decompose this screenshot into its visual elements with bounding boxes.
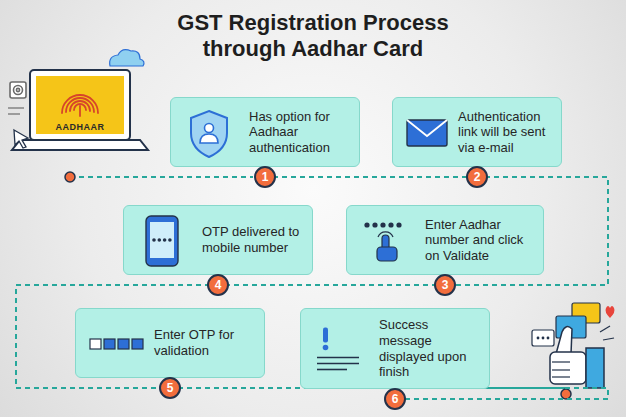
phone-screen	[150, 222, 174, 258]
icon-group	[317, 328, 359, 370]
fingerprint-arc	[79, 106, 81, 116]
at-icon-core	[16, 88, 19, 91]
callout-number: 1	[254, 166, 276, 188]
step-icon	[76, 309, 148, 379]
dashed-connector	[265, 167, 477, 177]
otp-dot	[168, 238, 172, 242]
bubble-dot	[547, 337, 550, 340]
heart-icon	[606, 306, 615, 318]
callout-number: 6	[384, 388, 406, 410]
step-text: Authentication link will be sent via e-m…	[458, 109, 553, 156]
fingerprint-symbol	[62, 95, 98, 116]
exclamation-dot	[323, 345, 329, 351]
screen-logo-text: AADHAAR	[34, 122, 126, 132]
otp-dot	[163, 238, 167, 242]
email-at-icon	[10, 82, 26, 98]
message-line	[317, 363, 359, 365]
icon-group	[364, 222, 401, 261]
phone-icon	[146, 216, 178, 266]
icon-group	[146, 216, 178, 266]
sleeve-cuff	[586, 348, 604, 388]
at-icon-ring	[14, 86, 23, 95]
otp-field	[118, 339, 129, 349]
message-line	[317, 357, 359, 359]
callout-number: 2	[466, 166, 488, 188]
step-text: Enter OTP for validation	[154, 327, 256, 358]
callout-number: 5	[159, 377, 181, 399]
pin-dot	[380, 222, 385, 227]
dashed-connector	[218, 275, 445, 285]
person-body	[200, 134, 218, 143]
step-text: Success message displayed upon finish	[379, 317, 481, 379]
chat-bubble	[532, 330, 554, 346]
at-icon-box	[10, 82, 26, 98]
start-dot	[65, 172, 75, 182]
motion-line	[603, 338, 614, 340]
callout-number: 4	[207, 274, 229, 296]
thumb	[556, 327, 572, 354]
step-text: Has option for Aadhaar authentication	[249, 109, 351, 156]
step-icon	[301, 309, 373, 390]
hand-palm	[377, 247, 397, 261]
process-box: Enter OTP for validation	[75, 308, 265, 378]
otp-field	[104, 339, 115, 349]
envelope-icon	[407, 120, 447, 146]
exclamation-bar	[323, 328, 328, 343]
bubble-dot	[537, 337, 540, 340]
shield-icon	[191, 111, 227, 157]
flow-dash	[70, 176, 253, 178]
decor-line	[8, 113, 20, 115]
decor-lines	[8, 108, 24, 114]
tap-arc	[378, 232, 393, 237]
pin-dot	[388, 222, 393, 227]
bubble-dot	[542, 337, 545, 340]
step-icon	[124, 206, 196, 276]
icon-group	[90, 339, 143, 349]
message-line	[317, 369, 347, 371]
otp-dot	[158, 238, 162, 242]
diagram-title: GST Registration Process through Aadhar …	[163, 10, 463, 63]
otp-dot	[152, 238, 156, 242]
pin-dot	[396, 222, 401, 227]
cursor-arrow	[14, 130, 28, 148]
icon-group	[191, 111, 227, 157]
cloud-icon	[110, 50, 144, 66]
step-text: Enter Aadhar number and click on Validat…	[425, 217, 535, 264]
process-box: Enter Aadhar number and click on Validat…	[346, 205, 544, 275]
hand-palm	[550, 352, 586, 384]
process-box: Authentication link will be sent via e-m…	[392, 97, 562, 167]
process-box: OTP delivered to mobile number	[123, 205, 313, 275]
finger-line	[552, 376, 570, 377]
envelope-flap	[407, 120, 447, 136]
icon-group	[407, 120, 447, 146]
step-icon	[171, 98, 243, 168]
callout-number: 3	[434, 274, 456, 296]
step-icon	[347, 206, 419, 276]
otp-field	[90, 339, 101, 349]
laptop-screen	[30, 70, 130, 140]
process-box: Success message displayed upon finish	[300, 308, 490, 389]
process-box: Has option for Aadhaar authentication	[170, 97, 360, 167]
laptop-base	[12, 140, 148, 150]
person-head	[205, 124, 214, 133]
step-icon	[393, 98, 465, 168]
otp-field	[132, 339, 143, 349]
pin-dot	[364, 222, 369, 227]
motion-line	[600, 326, 610, 332]
step-text: OTP delivered to mobile number	[202, 224, 304, 255]
end-dot	[561, 389, 571, 399]
finger-line	[552, 361, 570, 362]
finger-line	[552, 369, 570, 370]
decor-line	[8, 107, 24, 109]
pin-dot	[372, 222, 377, 227]
